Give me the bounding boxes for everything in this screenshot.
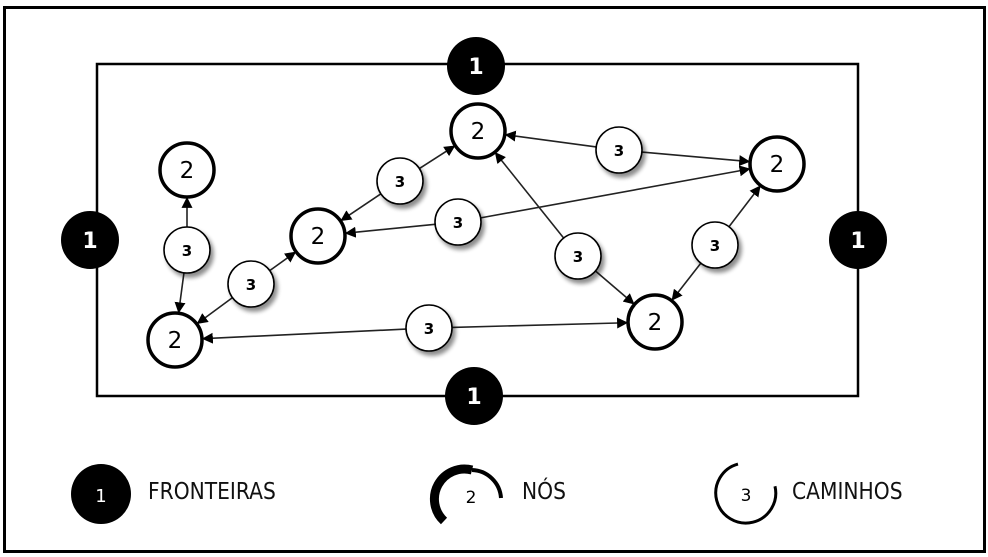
boundary-label: 1 (468, 55, 483, 80)
boundary-circle-icon (829, 211, 887, 269)
path-edge-p3-to-n-c (340, 193, 382, 222)
path-edge-p5-to-n-d (504, 130, 597, 148)
legend-item-boundary: 1 (71, 464, 131, 524)
node[interactable]: 2 (626, 293, 684, 351)
legend-label-caminhos: CAMINHOS (792, 479, 903, 505)
node-circle-icon (158, 141, 216, 199)
path-circle-icon (434, 198, 482, 246)
boundary-label: 1 (82, 229, 97, 254)
path-marker[interactable]: 3 (691, 221, 739, 269)
path-edge-p4-to-n-e (480, 165, 751, 219)
boundary-node[interactable]: 1 (447, 37, 505, 95)
path-circle-icon (554, 232, 602, 280)
boundary-circle-icon (447, 37, 505, 95)
path-marker[interactable]: 3 (163, 226, 211, 274)
path-marker[interactable]: 3 (227, 260, 275, 308)
path-edge-p4-to-n-c (344, 223, 436, 238)
node-label: 2 (471, 119, 486, 145)
legend-path-symbol-text: 3 (741, 486, 752, 506)
legend-item-node: 2 (429, 464, 503, 525)
boundary-circle-icon (61, 211, 119, 269)
node-circle-icon (146, 311, 204, 369)
path-edge-p5-to-n-e (641, 151, 751, 167)
path-edge-p6-to-n-d (494, 152, 565, 239)
path-label: 3 (614, 142, 624, 160)
node[interactable]: 2 (158, 141, 216, 199)
legend-boundary-symbol-text: 1 (95, 486, 106, 507)
boundary-node[interactable]: 1 (445, 367, 503, 425)
path-label: 3 (246, 276, 256, 294)
path-edge-p1-to-n-b (174, 272, 186, 314)
path-edge-p3-to-n-d (418, 145, 456, 170)
path-label: 3 (710, 237, 720, 255)
node[interactable]: 2 (289, 207, 347, 265)
path-marker[interactable]: 3 (434, 198, 482, 246)
legend-node-thick-arc-icon (429, 464, 474, 525)
path-label: 3 (395, 173, 405, 191)
legend-item-path: 3 (714, 462, 778, 525)
path-circle-icon (405, 304, 453, 352)
boundary-node[interactable]: 1 (61, 211, 119, 269)
path-marker[interactable]: 3 (376, 157, 424, 205)
boundary-node[interactable]: 1 (829, 211, 887, 269)
path-marker[interactable]: 3 (405, 304, 453, 352)
path-circle-icon (376, 157, 424, 205)
path-edge-p7-to-n-e (728, 185, 761, 228)
legend-label-fronteiras: FRONTEIRAS (148, 479, 276, 505)
node-circle-icon (449, 102, 507, 160)
path-edge-p2-to-n-b (196, 296, 233, 325)
legend-boundary-symbol-icon (71, 464, 131, 524)
boundary-label: 1 (466, 385, 481, 410)
boundary-label: 1 (850, 229, 865, 254)
node-circle-icon (748, 135, 806, 193)
node[interactable]: 2 (449, 102, 507, 160)
path-circle-icon (691, 221, 739, 269)
boundary-circle-icon (445, 367, 503, 425)
legend-path-circle-icon (714, 462, 778, 525)
path-circle-icon (163, 226, 211, 274)
path-edge-p8-to-n-f (451, 317, 629, 329)
node-circle-icon (626, 293, 684, 351)
node-circle-icon (289, 207, 347, 265)
node-label: 2 (311, 224, 326, 250)
path-edge-p8-to-n-b (201, 328, 407, 344)
node[interactable]: 2 (146, 311, 204, 369)
node-label: 2 (770, 152, 785, 178)
path-marker[interactable]: 3 (554, 232, 602, 280)
diagram-frame (3, 6, 986, 553)
legend-node-symbol-text: 2 (466, 488, 477, 508)
node[interactable]: 2 (748, 135, 806, 193)
path-label: 3 (424, 320, 434, 338)
node-label: 2 (180, 158, 195, 184)
path-circle-icon (227, 260, 275, 308)
path-edge-p7-to-n-f (671, 262, 702, 301)
legend-label-nos: NÓS (522, 479, 566, 505)
path-marker[interactable]: 3 (595, 126, 643, 174)
legend: 1 2 3 (71, 462, 778, 525)
legend-node-thin-arc-icon (471, 468, 503, 499)
path-label: 3 (182, 242, 192, 260)
node-label: 2 (648, 310, 663, 336)
node-label: 2 (168, 328, 183, 354)
path-label: 3 (573, 248, 583, 266)
path-circle-icon (595, 126, 643, 174)
path-label: 3 (453, 214, 463, 232)
path-edge-p6-to-n-f (594, 270, 635, 305)
path-edge-p2-to-n-c (269, 251, 297, 272)
